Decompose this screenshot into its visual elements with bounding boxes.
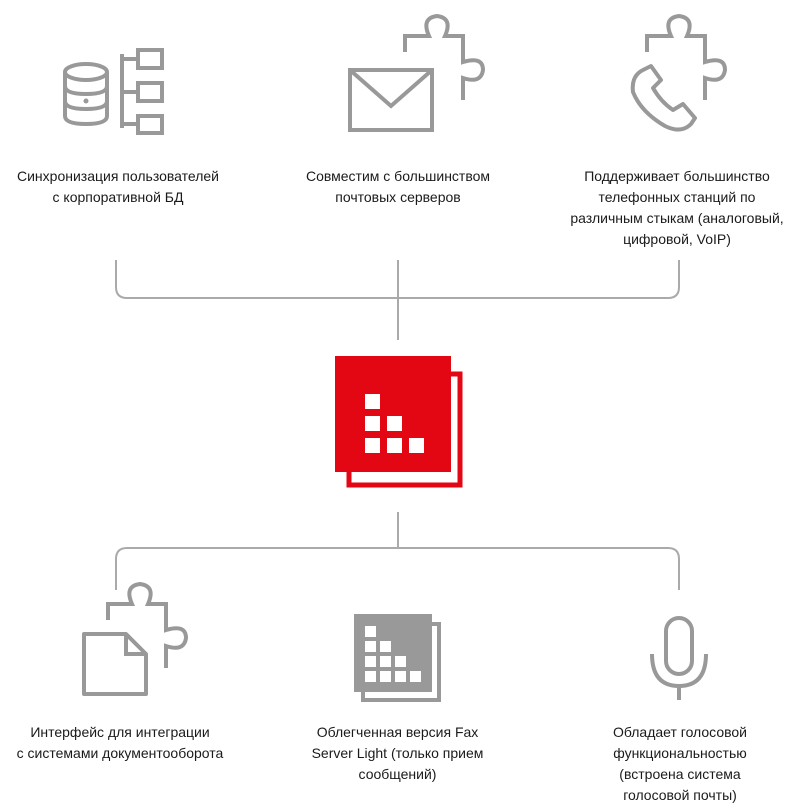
feature-label-doc-integration: Интерфейс для интеграции с системами док… (16, 724, 224, 761)
feature-label-db-sync: Синхронизация пользователей с корпоратив… (17, 168, 219, 205)
mail-plugin-icon (345, 12, 495, 137)
microphone-icon (646, 614, 712, 704)
phone-plugin-icon (625, 12, 735, 137)
feature-label-voice-mail: Обладает голосовой функциональностью (вс… (612, 724, 748, 803)
fax-server-logo-icon (333, 354, 465, 490)
database-sync-icon (58, 46, 168, 136)
feature-label-pbx-support: Поддерживает большинство телефонных стан… (570, 168, 784, 247)
fax-server-light-icon (351, 610, 443, 704)
document-plugin-icon (78, 578, 208, 703)
feature-label-mail-servers: Совместим с большинством почтовых сервер… (305, 168, 491, 205)
feature-label-fax-light: Облегченная версия Fax Server Light (тол… (311, 724, 484, 782)
